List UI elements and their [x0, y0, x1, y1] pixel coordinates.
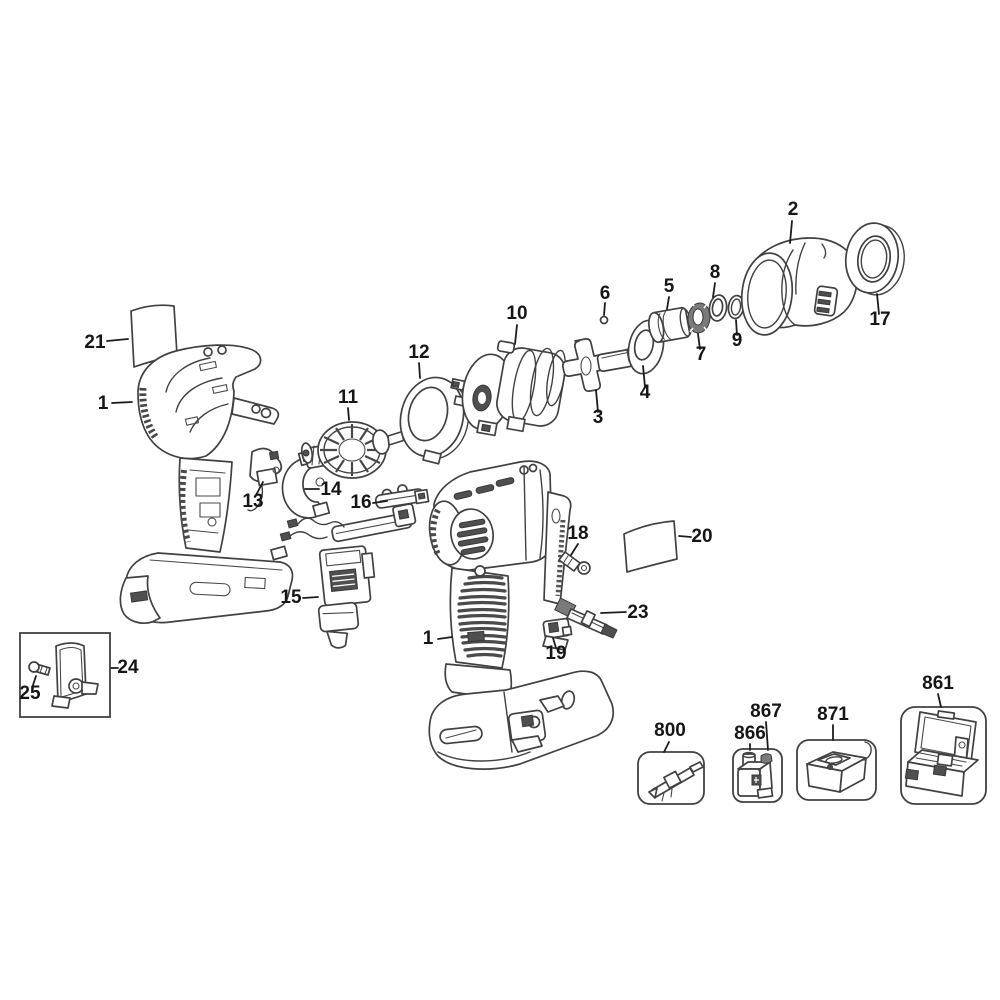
- brush-holder-13-drawing: [247, 447, 283, 512]
- callout-866: 866: [734, 723, 766, 744]
- callout-14: 14: [320, 479, 342, 500]
- housing-left-half-drawing: [119, 344, 294, 624]
- housing-left-grip-serration: [179, 469, 191, 543]
- callout-15: 15: [280, 587, 302, 608]
- leader-800: [663, 741, 670, 753]
- callout-5: 5: [664, 276, 675, 297]
- spring-washer-7-drawing: [687, 301, 711, 334]
- front-housing-2-drawing: [740, 237, 858, 336]
- leader-1-left: [111, 401, 133, 404]
- inset-871-frame: [796, 739, 877, 801]
- leader-17: [876, 293, 880, 315]
- callout-871: 871: [817, 704, 849, 725]
- leader-21: [106, 338, 129, 342]
- leader-20: [678, 535, 692, 538]
- slide-button-16-drawing: [374, 484, 430, 509]
- callout-2: 2: [788, 199, 799, 220]
- callout-9: 9: [732, 330, 743, 351]
- leader-19: [552, 637, 557, 649]
- callout-10: 10: [506, 303, 527, 324]
- callout-20: 20: [691, 526, 712, 547]
- collar-ring-12-drawing: [399, 376, 470, 465]
- leader-4: [642, 365, 646, 388]
- leader-867: [765, 721, 769, 751]
- callout-labels: 21 1 13 14 11 12 10 6 3 4 5 7 8 9 2 17 1…: [19, 199, 954, 744]
- ball-6-drawing: [599, 315, 609, 325]
- leader-5: [666, 296, 670, 310]
- grip-ribs: [457, 574, 507, 658]
- callout-18: 18: [567, 523, 588, 544]
- leader-3: [595, 389, 599, 413]
- battery-cap-867-drawing: [760, 753, 773, 764]
- inset-866-frame: [732, 748, 783, 803]
- leader-16: [372, 500, 388, 504]
- leader-6: [603, 302, 606, 316]
- leader-18: [570, 543, 579, 556]
- leader-11: [347, 407, 350, 421]
- callout-12: 12: [408, 342, 429, 363]
- callout-13: 13: [242, 491, 263, 512]
- inset-866-battery: [732, 748, 783, 803]
- callout-21: 21: [84, 332, 106, 353]
- callout-7: 7: [696, 344, 707, 365]
- callout-6: 6: [600, 283, 611, 304]
- leader-7: [697, 333, 701, 350]
- leader-23: [600, 611, 627, 614]
- callout-1-left: 1: [98, 393, 109, 414]
- callout-25: 25: [19, 683, 41, 704]
- callout-1-right: 1: [423, 628, 434, 649]
- bit-23-drawing: [554, 597, 618, 639]
- inset-24-belt-hook: [19, 632, 111, 718]
- leader-lines: [31, 220, 942, 753]
- leader-10: [514, 324, 518, 345]
- switch-assembly-15-drawing: [270, 503, 417, 649]
- callout-8: 8: [710, 262, 721, 283]
- leader-25: [31, 675, 37, 689]
- callout-3: 3: [593, 407, 604, 428]
- armature-11-drawing: [300, 421, 424, 479]
- leader-13: [254, 481, 264, 498]
- callout-867: 867: [750, 701, 782, 722]
- motor-grill-slats: [456, 518, 489, 556]
- washer-8-drawing: [708, 294, 728, 322]
- inset-800-frame: [637, 751, 705, 805]
- inset-24-frame: [19, 632, 111, 718]
- gear-assembly-10-drawing: [450, 340, 566, 437]
- callout-24: 24: [117, 657, 139, 678]
- seal-ring-17-drawing: [844, 222, 905, 296]
- clip-19-drawing: [542, 617, 573, 651]
- leader-1-right: [437, 636, 453, 640]
- callout-23: 23: [627, 602, 648, 623]
- leader-12: [418, 362, 421, 379]
- leader-8: [712, 282, 716, 298]
- housing-right-half-drawing: [428, 460, 615, 770]
- leader-15: [302, 596, 319, 599]
- inset-871-charger: [796, 739, 877, 801]
- callout-800: 800: [654, 720, 686, 741]
- inset-861-kit-box: [900, 706, 987, 805]
- inset-861-frame: [900, 706, 987, 805]
- leader-2: [789, 220, 793, 244]
- callout-11: 11: [338, 387, 359, 408]
- bushing-5-drawing: [647, 306, 692, 344]
- callout-861: 861: [922, 673, 954, 694]
- callout-19: 19: [545, 643, 566, 664]
- inset-800-accessory: [637, 751, 705, 805]
- housing-right-rim-vents: [430, 508, 442, 558]
- callout-16: 16: [350, 492, 371, 513]
- callout-4: 4: [640, 382, 651, 403]
- label-sticker-20-drawing: [623, 520, 678, 573]
- leader-861: [937, 693, 942, 708]
- leader-9: [735, 319, 738, 336]
- screw-18-drawing: [558, 551, 591, 575]
- callout-17: 17: [869, 309, 890, 330]
